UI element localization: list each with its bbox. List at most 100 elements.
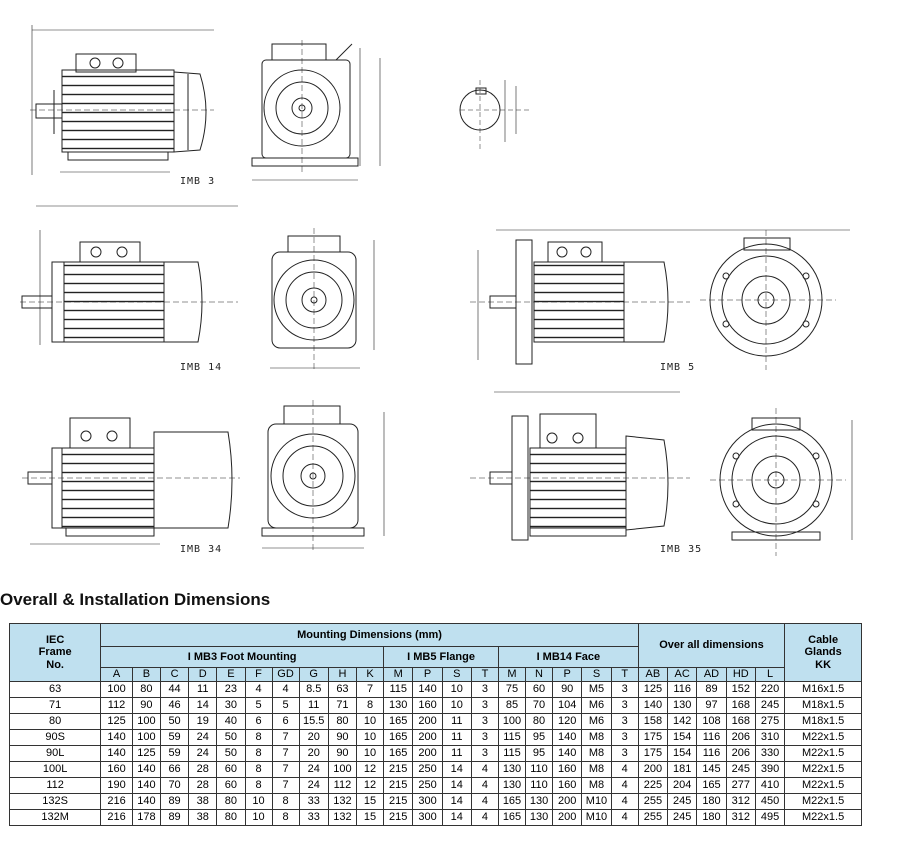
table-cell: 165 [383,745,414,762]
table-cell: 3 [610,745,639,762]
table-cell: 158 [637,713,669,730]
table-cell: 160 [552,761,583,778]
table-cell: 6 [271,713,300,730]
table-cell: 312 [725,793,756,810]
table-cell: 24 [298,761,329,778]
column-header: S [581,667,612,682]
table-cell: 165 [497,793,527,810]
table-cell: 4 [271,681,300,698]
table-cell: 245 [725,761,756,778]
table-cell: 20 [298,729,329,746]
table-cell: 140 [552,729,583,746]
table-cell: 66 [159,761,190,778]
table-cell: 7 [271,761,300,778]
table-cell: 11 [298,697,329,714]
table-cell: 120 [552,713,583,730]
table-cell: 410 [754,777,786,794]
table-cell: M22x1.5 [784,729,862,746]
table-cell: 12 [356,777,385,794]
table-cell: 130 [667,697,698,714]
drawing-label-imb34: IMB 34 [180,544,223,555]
table-cell: M22x1.5 [784,777,862,794]
table-cell: 8 [271,793,300,810]
table-cell: 50 [159,713,190,730]
table-cell: 8 [244,777,273,794]
table-cell: 3 [610,713,639,730]
table-cell: 142 [667,713,698,730]
shaft-key-detail [459,80,530,150]
table-cell: 90 [552,681,583,698]
table-cell: 85 [497,697,527,714]
table-cell: 89 [159,793,190,810]
table-cell: 4 [470,777,499,794]
header-frame-line3: No. [46,658,64,671]
frame-cell: 100L [8,761,102,778]
column-header: A [100,667,133,682]
table-cell: 3 [610,697,639,714]
table-cell: 63 [327,681,358,698]
frame-cell: 132S [8,793,102,810]
table-cell: 80 [216,809,246,826]
table-cell: 30 [216,697,246,714]
table-cell: 4 [470,793,499,810]
imb3-side-view [30,25,214,175]
table-cell: 152 [725,681,756,698]
frame-cell: 132M [8,809,102,826]
table-cell: 300 [412,809,443,826]
table-cell: M10 [581,793,612,810]
table-cell: M22x1.5 [784,761,862,778]
column-header: S [441,667,472,682]
table-cell: 180 [696,809,727,826]
table-cell: 4 [244,681,273,698]
table-cell: M6 [581,713,612,730]
table-cell: 80 [131,681,161,698]
table-cell: 200 [412,713,443,730]
table-cell: 89 [159,809,190,826]
column-header: B [131,667,161,682]
table-cell: 140 [637,697,669,714]
table-cell: 10 [244,793,273,810]
table-cell: 8 [244,761,273,778]
table-cell: 180 [696,793,727,810]
table-cell: 15 [356,809,385,826]
table-cell: 225 [637,777,669,794]
imb34-end-view [261,400,385,552]
column-header: H [327,667,358,682]
table-cell: 71 [327,697,358,714]
table-cell: 24 [298,777,329,794]
table-cell: M16x1.5 [784,681,862,698]
table-cell: 3 [470,681,499,698]
table-cell: 125 [637,681,669,698]
table-cell: 11 [441,745,472,762]
header-overall: Over all dimensions [637,623,786,668]
table-cell: 168 [725,697,756,714]
table-cell: 14 [441,777,472,794]
table-cell: M8 [581,729,612,746]
table-cell: 10 [356,713,385,730]
table-cell: 33 [298,793,329,810]
table-cell: 140 [131,761,161,778]
table-cell: 215 [383,777,414,794]
table-cell: 215 [383,761,414,778]
table-cell: 46 [159,697,190,714]
column-header: AD [696,667,727,682]
table-cell: 255 [637,809,669,826]
table-cell: 12 [356,761,385,778]
table-cell: 59 [159,729,190,746]
table-cell: 80 [525,713,554,730]
table-cell: 175 [637,729,669,746]
table-cell: M18x1.5 [784,713,862,730]
table-cell: 450 [754,793,786,810]
table-cell: 275 [754,713,786,730]
column-header: AC [667,667,698,682]
table-cell: 24 [188,745,218,762]
table-cell: 168 [725,713,756,730]
table-cell: 100 [100,681,133,698]
table-cell: 4 [470,809,499,826]
header-mounting: Mounting Dimensions (mm) [100,623,639,647]
frame-cell: 112 [8,777,102,794]
table-cell: 11 [188,681,218,698]
table-cell: 5 [271,697,300,714]
table-cell: 312 [725,809,756,826]
table-cell: 204 [667,777,698,794]
